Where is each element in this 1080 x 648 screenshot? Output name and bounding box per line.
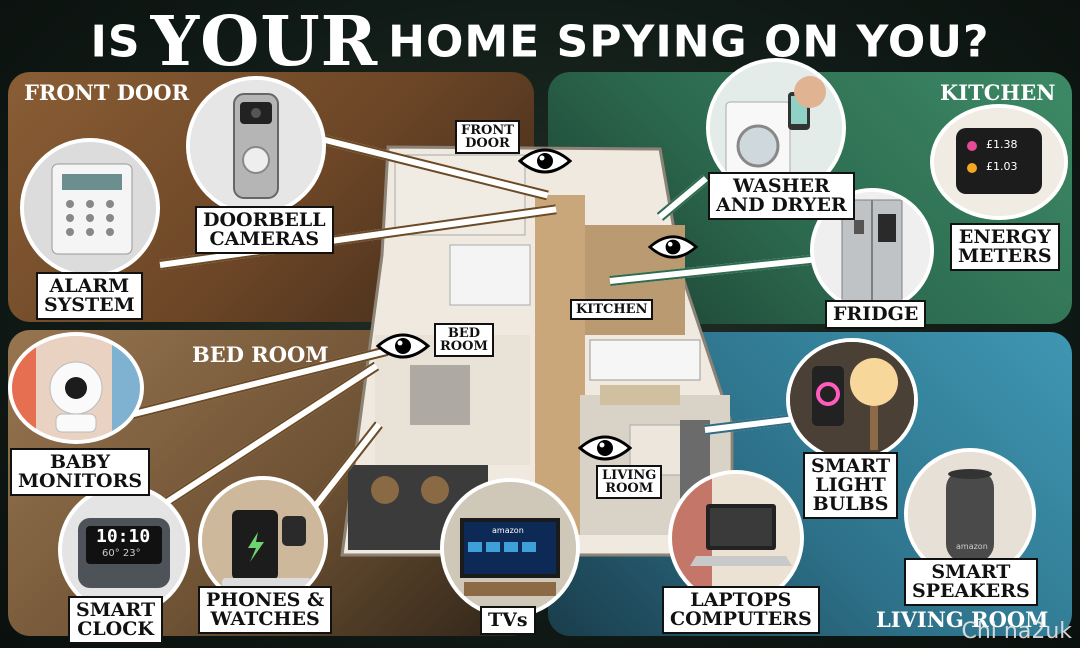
floorplan-label-front-door: FRONT DOOR [455, 120, 520, 154]
smart-speakers-label: SMART SPEAKERS [904, 558, 1038, 606]
baby-monitors-label: BABY MONITORS [10, 448, 151, 496]
dining-table [600, 385, 680, 405]
washer-dryer-label: WASHER AND DRYER [708, 172, 855, 220]
floorplan-label-kitchen: KITCHEN [570, 299, 654, 320]
balcony-chair-2 [421, 476, 449, 504]
tvs-label: TVs [480, 606, 536, 635]
smart-clock-photo: 10:10 60° 23° [58, 484, 190, 616]
headline-part-2: YOUR [150, 2, 379, 82]
floorplan-label-living-room: LIVING ROOM [596, 465, 663, 499]
kitchen-zone-label: KITCHEN [940, 80, 1056, 105]
energy-meter-icon [956, 128, 1042, 194]
clock-time: 10:10 [96, 526, 151, 547]
smart-speaker-icon [946, 470, 994, 562]
baby-monitor-photo [8, 332, 144, 444]
front-door-zone-label: FRONT DOOR [24, 80, 190, 105]
doorbell-cameras-label: DOORBELL CAMERAS [195, 206, 334, 254]
tv-photo: amazon [440, 478, 580, 618]
hall-floor [535, 195, 585, 535]
clock-temp: 60° 23° [102, 548, 141, 559]
tv-brand: amazon [492, 526, 524, 535]
smart-bulbs-photo [786, 338, 918, 462]
energy-reading-2: £1.03 [986, 160, 1018, 173]
eye-icon-kitchen [648, 235, 698, 259]
eye-icon-bed-room [376, 333, 430, 359]
eye-icon-living-room [578, 435, 632, 461]
living-room-zone-label: LIVING ROOM [876, 607, 1049, 632]
energy-meter-photo: £1.38 £1.03 [930, 104, 1068, 220]
alarm-system-label: ALARM SYSTEM [36, 272, 143, 320]
floorplan-label-bed-room: BED ROOM [434, 323, 494, 357]
laptops-computers-label: LAPTOPS COMPUTERS [662, 586, 820, 634]
headline-part-3: HOME SPYING ON YOU? [388, 16, 990, 68]
laptop-photo [668, 470, 804, 606]
eye-icon-front-door [518, 148, 572, 174]
speaker-brand: amazon [956, 542, 988, 551]
bathroom [449, 244, 531, 306]
smart-light-bulbs-label: SMART LIGHT BULBS [803, 452, 899, 519]
fridge-label: FRIDGE [825, 300, 927, 329]
energy-reading-1: £1.38 [986, 138, 1018, 151]
phones-watches-label: PHONES & WATCHES [198, 586, 333, 634]
smart-clock-label: SMART CLOCK [68, 596, 164, 644]
headline-part-1: IS [90, 16, 141, 68]
bed-room-zone-label: BED ROOM [192, 342, 329, 367]
doorbell-photo [186, 76, 326, 216]
energy-meters-label: ENERGY METERS [950, 223, 1060, 271]
balcony-chair-1 [371, 476, 399, 504]
alarm-photo [20, 138, 160, 278]
kitchen-counter [589, 339, 701, 381]
watermark: Chi na2uk [961, 619, 1072, 644]
smart-bulb-app-icon [812, 366, 844, 426]
